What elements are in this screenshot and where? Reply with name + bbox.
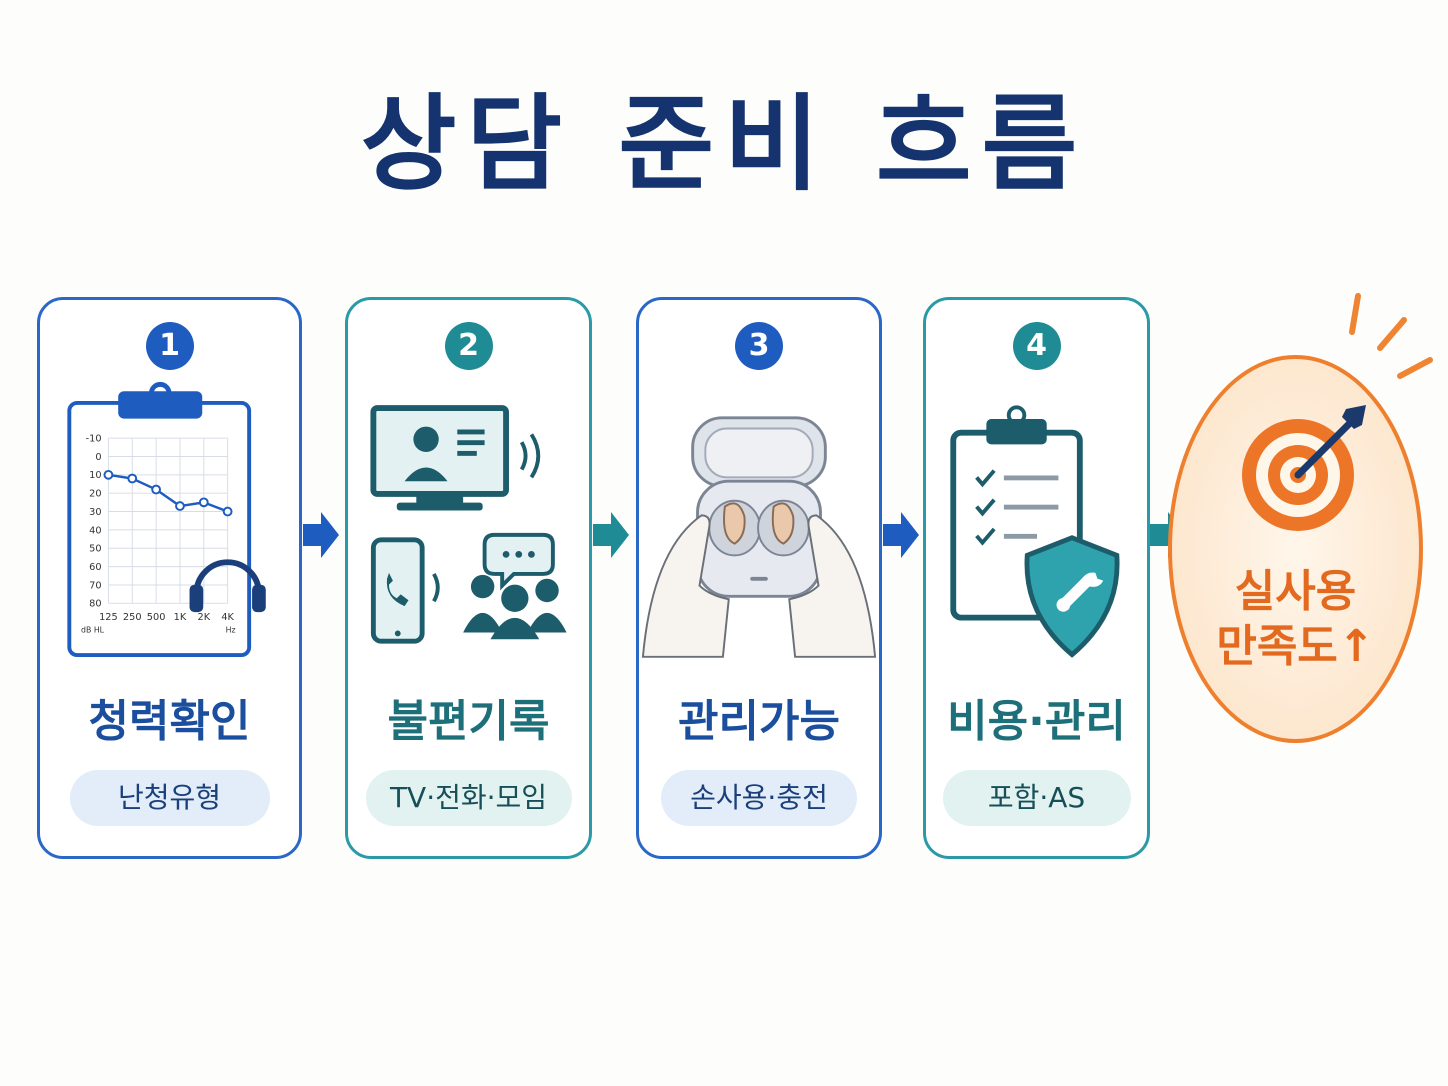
- step-number-2: 2: [444, 322, 493, 370]
- audiogram-y-tick: 50: [89, 544, 101, 555]
- audiogram-point: [222, 506, 233, 517]
- step-tag-2: TV·전화·모임: [365, 770, 572, 826]
- step-tag-4: 포함·AS: [942, 770, 1131, 826]
- audiogram-y-tick: -10: [86, 434, 102, 445]
- step-number-4: 4: [1012, 322, 1061, 370]
- step-card-4: 4 비용·관리 포함·AS: [923, 297, 1150, 859]
- step-label-1: 청력확인: [88, 696, 251, 747]
- audiogram-point: [127, 473, 138, 484]
- audiogram-x-unit: Hz: [226, 626, 236, 635]
- tv-icon: [370, 405, 541, 511]
- audiogram-y-tick: 60: [89, 562, 101, 573]
- audiogram-x-tick: 250: [123, 612, 142, 623]
- step-label-2: 불편기록: [387, 696, 550, 747]
- step-label-4: 비용·관리: [947, 696, 1126, 747]
- step-tag-3: 손사용·충전: [661, 770, 857, 826]
- audiogram-y-tick: 10: [89, 470, 101, 481]
- audiogram-y-tick: 40: [89, 525, 101, 536]
- burst-lines-icon: [1349, 293, 1433, 379]
- audiogram-clipboard-icon: -10 0 10 20 30 40 50 60 70 80 125 250 500 1K 2K 4K dB …: [67, 381, 266, 658]
- audiogram-x-tick: 1K: [174, 612, 187, 623]
- audiogram-y-tick: 30: [89, 507, 101, 518]
- audiogram-x-tick: 2K: [197, 612, 210, 623]
- arrow-right-icon: [593, 512, 629, 558]
- audiogram-x-tick: 125: [99, 612, 118, 623]
- audiogram-point: [175, 501, 185, 511]
- audiogram-x-tick: 500: [147, 612, 166, 623]
- step-number-3: 3: [735, 322, 783, 370]
- goal-line-1: 실사용: [1234, 566, 1357, 617]
- step-tag-1: 난청유형: [69, 770, 270, 826]
- audiogram-x-tick: 4K: [221, 612, 234, 623]
- group-chat-icon: [463, 532, 567, 640]
- audiogram-y-tick: 80: [89, 599, 101, 610]
- tv-phone-group-icon: [370, 405, 567, 644]
- audiogram-point: [198, 497, 209, 508]
- arrow-right-icon: [883, 512, 919, 558]
- target-arrow-icon: [1242, 405, 1366, 531]
- headphones-icon: [189, 559, 266, 613]
- audiogram-point: [151, 484, 161, 495]
- step-card-2: 2: [345, 297, 592, 859]
- step-card-3: 3 관리가능 손사용·충전: [636, 297, 882, 859]
- step-label-3: 관리가능: [678, 696, 840, 747]
- audiogram-y-unit: dB HL: [81, 626, 105, 635]
- audiogram-y-tick: 20: [89, 489, 101, 500]
- phone-icon: [370, 537, 440, 644]
- arrow-right-icon: [303, 512, 339, 558]
- goal-line-2: 만족도↑: [1216, 621, 1375, 672]
- goal-oval: 실사용 만족도↑: [1168, 355, 1423, 743]
- audiogram-y-tick: 0: [95, 452, 101, 463]
- step-card-1: 1 -10 0 10 20 30 40 50 60 70 80 125 250 500 1K 2K 4K d…: [37, 297, 302, 859]
- checklist-shield-icon: [950, 405, 1120, 658]
- step-number-1: 1: [145, 322, 194, 370]
- audiogram-y-tick: 70: [89, 580, 101, 591]
- audiogram-point: [103, 469, 114, 480]
- hearing-aid-case-icon: [641, 416, 877, 658]
- page-title: 상담 준비 흐름: [360, 83, 1088, 205]
